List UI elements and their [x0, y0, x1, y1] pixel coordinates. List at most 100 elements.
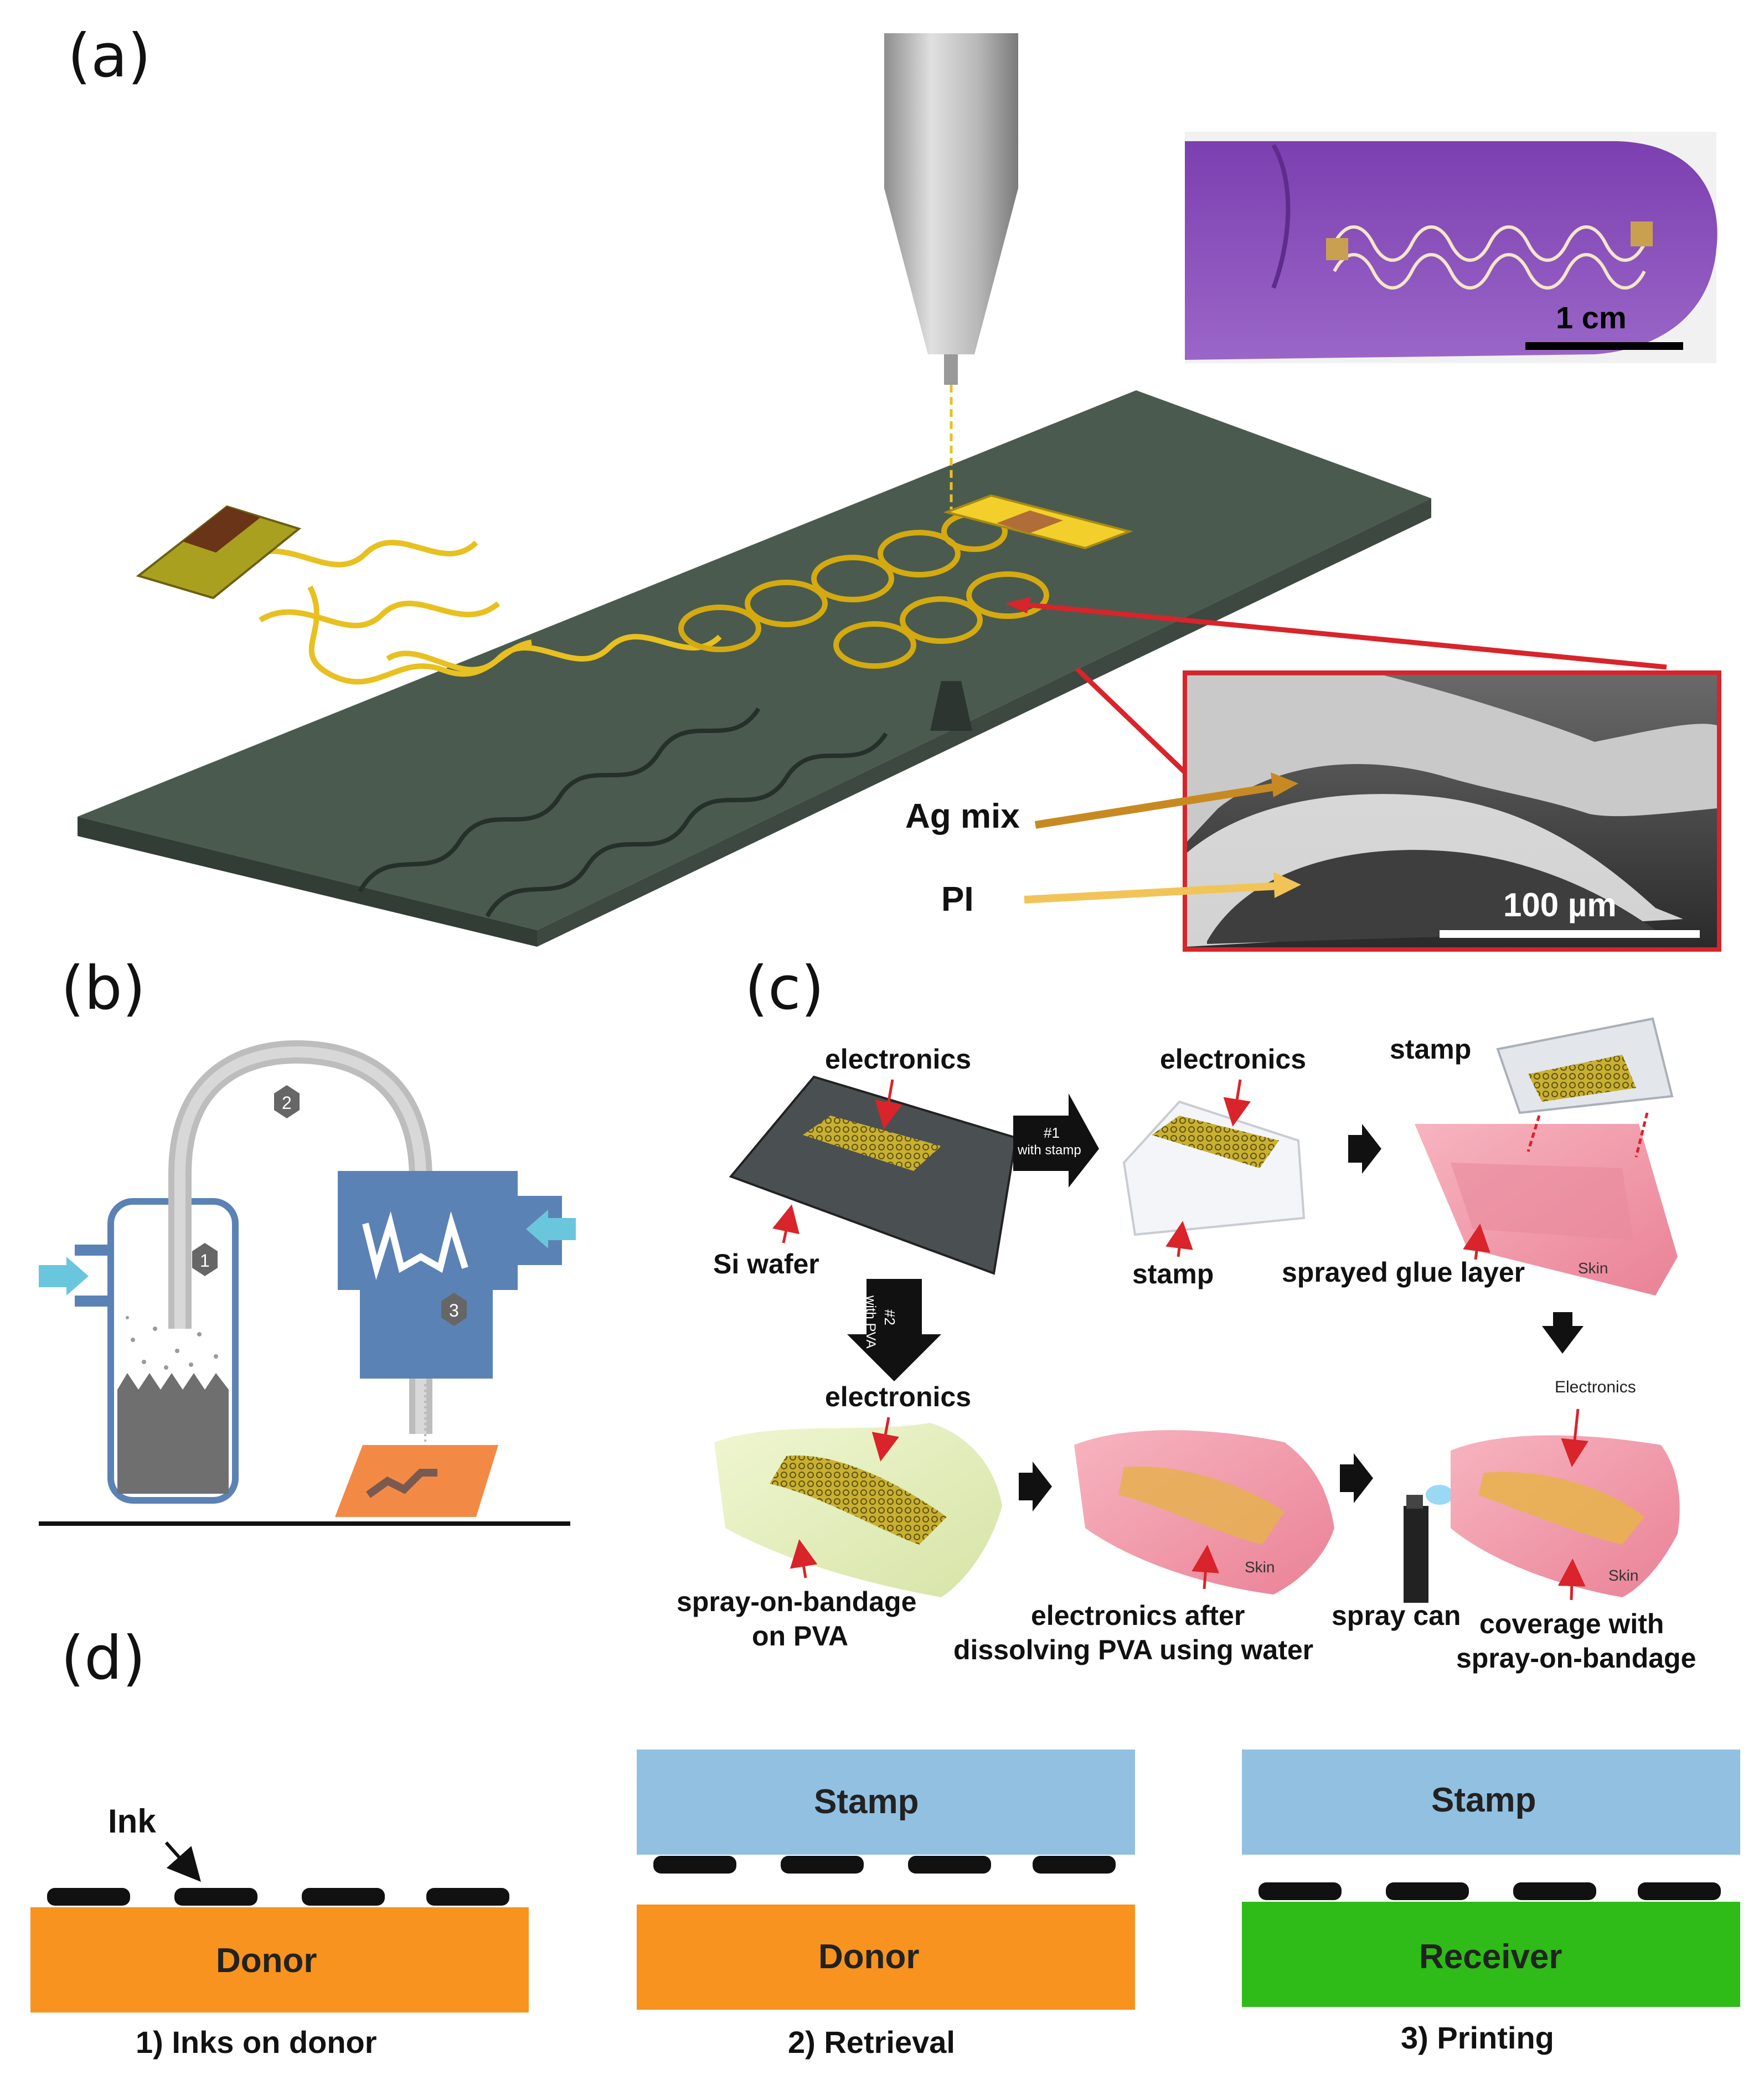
donor-label-1: Donor	[216, 1942, 317, 1980]
stamp-over-skin: stamp sprayed glue layer Skin	[1282, 1017, 1678, 1296]
panel-d: (d) Ink Donor 1) Inks on donor Stamp Don…	[30, 1624, 1740, 2060]
panel-c-label: (c)	[745, 954, 824, 1023]
printed-traces-dark	[358, 707, 888, 917]
panel-a: (a)	[68, 22, 1721, 952]
electronics-on-skin: Skin electronics after dissolving PVA us…	[953, 1430, 1334, 1665]
electronics-caption-small: Electronics	[1555, 1378, 1636, 1396]
ink-pad	[653, 1856, 736, 1874]
sem-cross-section-inset: 100 µm	[1183, 670, 1721, 952]
flow-arrow-c4	[1340, 1453, 1373, 1503]
step-badge-3: 3	[441, 1293, 467, 1326]
svg-text:stamp: stamp	[1132, 1258, 1214, 1289]
svg-text:electronics: electronics	[825, 1044, 971, 1075]
ag-mix-callout: Ag mix	[905, 772, 1298, 835]
caption-step-1: 1) Inks on donor	[136, 2025, 377, 2060]
svg-text:Skin: Skin	[1578, 1260, 1608, 1277]
svg-text:coverage with: coverage with	[1479, 1608, 1664, 1639]
sem-leader-lines	[1005, 597, 1667, 775]
svg-text:#1: #1	[1044, 1124, 1060, 1141]
ink-pad	[302, 1888, 385, 1906]
flow-arrow-c3	[1019, 1462, 1052, 1511]
printed-substrate-b	[335, 1445, 498, 1517]
ink-pad	[908, 1856, 991, 1874]
ink-label: Ink	[108, 1803, 156, 1840]
contact-pad-left	[136, 505, 302, 600]
step-printing: Stamp Receiver 3) Printing	[1242, 1750, 1740, 2055]
stamp-block-2	[1242, 1750, 1740, 1855]
pi-callout: PI	[941, 872, 1301, 918]
aerosol-jet-nozzle	[884, 33, 1018, 731]
svg-text:Skin: Skin	[1608, 1567, 1638, 1584]
svg-text:spray can: spray can	[1332, 1600, 1461, 1631]
svg-text:Si wafer: Si wafer	[713, 1248, 819, 1279]
ink-pad	[1258, 1882, 1342, 1900]
caption-step-3: 3) Printing	[1401, 2020, 1554, 2055]
svg-text:on PVA: on PVA	[752, 1621, 848, 1652]
svg-text:sprayed glue layer: sprayed glue layer	[1282, 1257, 1525, 1288]
ink-pad	[1386, 1882, 1469, 1900]
svg-text:stamp: stamp	[1390, 1034, 1471, 1065]
step-badge-2: 2	[274, 1085, 300, 1118]
glove-photo-inset: 1 cm	[1185, 132, 1717, 363]
svg-text:PI: PI	[941, 880, 974, 918]
step-retrieval: Stamp Donor 2) Retrieval	[637, 1750, 1135, 2060]
stamp-with-electronics: electronics stamp	[1122, 1044, 1306, 1289]
donor-block-2	[637, 1905, 1135, 2010]
route-arrow-2: #2 with PVA	[847, 1279, 941, 1381]
svg-text:1: 1	[200, 1251, 210, 1271]
svg-text:with stamp: with stamp	[1017, 1143, 1081, 1158]
ink-pad	[47, 1888, 130, 1906]
panel-b-label: (b)	[61, 954, 146, 1023]
step-inks-on-donor: Ink Donor 1) Inks on donor	[30, 1803, 529, 2060]
svg-text:spray-on-bandage: spray-on-bandage	[1456, 1643, 1696, 1674]
stamp-block-1	[637, 1750, 1135, 1855]
stamp-label-2: Stamp	[1431, 1781, 1536, 1819]
gas-inlet-arrow-right	[526, 1210, 576, 1248]
gold-serpentine-traces	[242, 511, 1049, 685]
route-arrow-1: #1 with stamp	[1013, 1093, 1099, 1188]
donor-block-1	[30, 1907, 529, 2012]
bandage-on-pva: electronics spray-on-bandage on PVA	[677, 1381, 1002, 1652]
caption-step-2: 2) Retrieval	[788, 2025, 955, 2060]
ink-pad	[781, 1856, 864, 1874]
print-head	[338, 1171, 576, 1451]
svg-text:2: 2	[282, 1093, 292, 1113]
svg-text:electronics: electronics	[1160, 1044, 1306, 1075]
glove-sensor-trace	[1333, 225, 1646, 290]
panel-a-label: (a)	[68, 22, 151, 91]
spray-can: spray can	[1332, 1485, 1461, 1631]
flow-arrow-c1	[1348, 1124, 1381, 1174]
svg-text:spray-on-bandage: spray-on-bandage	[677, 1586, 916, 1617]
ink-pad	[1513, 1882, 1596, 1900]
svg-text:electronics: electronics	[825, 1381, 971, 1412]
ink-pad	[1033, 1856, 1116, 1874]
bandage-coverage: Skin coverage with spray-on-bandage	[1451, 1408, 1696, 1674]
flow-arrow-c2	[1542, 1312, 1584, 1354]
panel-b: (b) 1	[39, 954, 576, 1526]
glove-scale-bar	[1525, 342, 1683, 350]
stamp-label-1: Stamp	[814, 1783, 919, 1821]
svg-text:with PVA: with PVA	[863, 1295, 878, 1349]
panel-d-label: (d)	[61, 1624, 146, 1693]
sem-scale-bar	[1440, 930, 1700, 938]
ink-pad	[174, 1888, 257, 1906]
svg-text:3: 3	[449, 1301, 459, 1320]
donor-label-2: Donor	[818, 1938, 920, 1976]
svg-text:#2: #2	[881, 1309, 898, 1325]
contact-pad-right	[943, 494, 1133, 550]
svg-text:Skin: Skin	[1245, 1559, 1275, 1576]
svg-text:Ag mix: Ag mix	[905, 797, 1020, 835]
receiver-label: Receiver	[1419, 1938, 1562, 1976]
svg-text:electronics after: electronics after	[1031, 1600, 1245, 1631]
panel-c: (c) electronics Si wafer #1 with stamp e…	[677, 954, 1696, 1674]
si-wafer-device: electronics Si wafer	[713, 1044, 1018, 1279]
glove-scale-label: 1 cm	[1556, 300, 1627, 335]
step-badge-1: 1	[192, 1243, 218, 1276]
svg-text:dissolving PVA using water: dissolving PVA using water	[953, 1634, 1313, 1665]
gas-inlet-arrow-left	[39, 1257, 89, 1296]
receiver-block	[1242, 1902, 1740, 2007]
ink-pad	[426, 1888, 509, 1906]
sem-scale-label: 100 µm	[1503, 886, 1617, 923]
ink-pad	[1638, 1882, 1721, 1900]
